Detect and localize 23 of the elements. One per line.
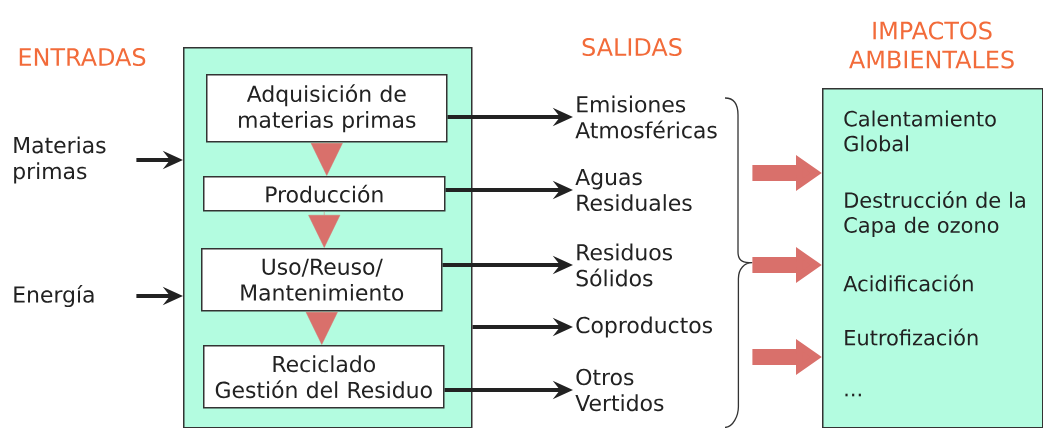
impact-item: Calentamiento Global — [844, 110, 996, 152]
input-label: Materias primas — [14, 136, 106, 184]
section-heading: ENTRADAS — [19, 47, 146, 67]
output-label: Emisiones Atmosféricas — [575, 95, 717, 139]
flow-triangle — [308, 211, 341, 248]
process-box: Reciclado Gestión del Residuo — [203, 345, 445, 409]
input-label: Energía — [14, 284, 94, 308]
output-label: Otros Vertidos — [575, 368, 664, 412]
impact-item: Destrucción de la Capa de ozono — [844, 191, 1025, 237]
flow-triangle — [310, 142, 343, 176]
process-box: Producción — [203, 176, 446, 212]
panel-heading: IMPACTOS AMBIENTALES — [849, 21, 1014, 69]
output-label: Coproductos — [576, 316, 712, 338]
flow-triangle — [305, 311, 338, 345]
output-label: Aguas Residuales — [575, 168, 692, 212]
impact-item: ... — [845, 393, 861, 397]
impact-item: Eutrofización — [845, 328, 978, 346]
curly-brace — [724, 97, 754, 428]
output-label: Residuos Sólidos — [576, 243, 673, 287]
process-box: Uso/Reuso/ Mantenimiento — [201, 248, 443, 312]
section-heading: SALIDAS — [582, 37, 682, 57]
process-box: Adquisición de materias primas — [206, 74, 448, 143]
impact-item: Acidificación — [843, 274, 973, 292]
